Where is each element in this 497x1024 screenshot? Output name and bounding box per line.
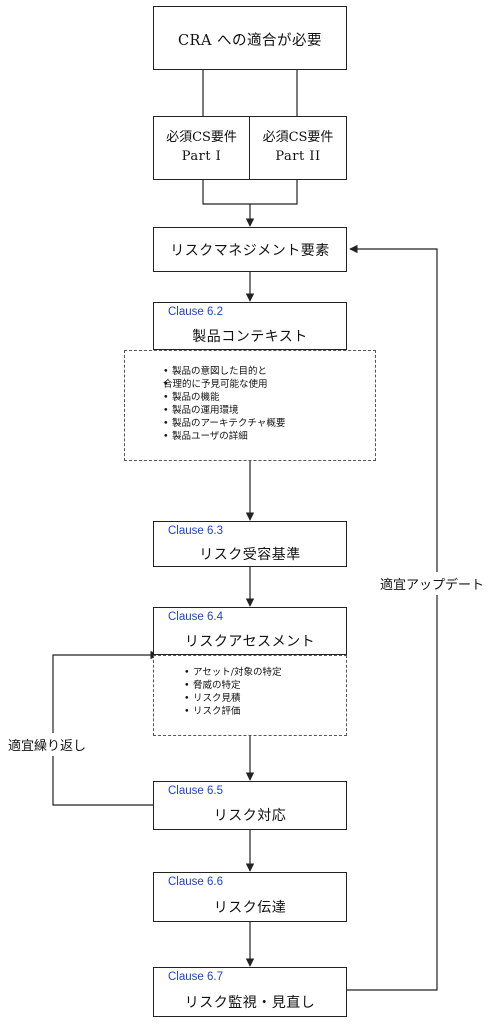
context-item: 製品の意図した目的と [163,365,285,378]
cra-requirement-label: CRA への適合が必要 [177,33,323,49]
step-6-7-box: Clause 6.7 リスク監視・見直し [153,967,347,1017]
risk-management-label: リスクマネジメント要素 [170,243,330,259]
step-6-2-label: 製品コンテキスト [192,329,308,345]
cra-requirement-box: CRA への適合が必要 [153,6,347,70]
cs-part2-title: 必須CS要件 [262,130,334,145]
step-6-7-label: リスク監視・見直し [184,995,316,1011]
context-item: 製品の機能 [163,391,285,404]
step-6-7-clause: Clause 6.7 [168,971,223,983]
step-6-4-label: リスクアセスメント [184,634,316,650]
line-merge [202,180,298,205]
step-6-2-box: Clause 6.2 製品コンテキスト [153,302,347,350]
context-item: 製品のアーキテクチャ概要 [163,417,285,430]
step-6-6-label: リスク伝達 [213,900,287,916]
context-item: 合理的に予見可能な使用 [163,378,285,391]
assessment-item: 脅威の特定 [184,679,282,692]
step-6-3-clause: Clause 6.3 [168,525,223,537]
cs-part1-title: 必須CS要件 [166,130,237,145]
assessment-item: リスク評価 [184,705,282,718]
cs-part1-subtitle: Part I [181,149,222,164]
step-6-3-box: Clause 6.3 リスク受容基準 [153,521,347,567]
step-6-4-clause: Clause 6.4 [168,611,223,623]
step-6-3-label: リスク受容基準 [199,547,301,563]
step-6-6-box: Clause 6.6 リスク伝達 [153,872,347,922]
cs-part2-subtitle: Part II [275,149,321,164]
risk-management-box: リスクマネジメント要素 [153,227,347,272]
cs-part2-box: 必須CS要件 Part II [249,116,347,180]
repeat-loop-line [52,650,159,806]
step-6-5-box: Clause 6.5 リスク対応 [153,781,347,830]
assessment-item: アセット/対象の特定 [184,666,282,679]
product-context-details: 製品の意図した目的と 合理的に予見可能な使用 製品の機能 製品の運用環境 製品の… [124,350,376,461]
update-as-needed-label: 適宜アップデート [380,572,485,595]
risk-assessment-details: アセット/対象の特定 脅威の特定 リスク見積 リスク評価 [153,655,347,736]
step-6-5-label: リスク対応 [213,808,287,824]
step-6-5-clause: Clause 6.5 [168,785,223,797]
step-6-2-clause: Clause 6.2 [168,306,223,318]
context-item: 製品の運用環境 [163,404,285,417]
cs-part1-box: 必須CS要件 Part I [153,116,250,180]
step-6-6-clause: Clause 6.6 [168,876,223,888]
assessment-item: リスク見積 [184,692,282,705]
update-loop-line [347,244,438,991]
context-item: 製品ユーザの詳細 [163,430,285,443]
step-6-4-box: Clause 6.4 リスクアセスメント [153,607,347,655]
repeat-as-needed-label: 適宜繰り返し [8,733,87,756]
